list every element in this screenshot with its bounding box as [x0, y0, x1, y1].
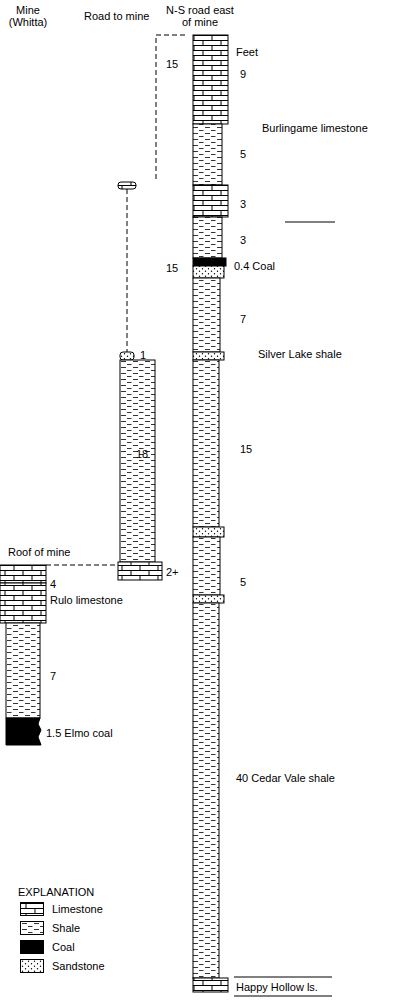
thickness-number: 1 — [140, 349, 146, 361]
column-heading: N-S road east of mine — [162, 4, 238, 28]
legend-text: Limestone — [52, 903, 103, 915]
legend-swatch — [20, 902, 44, 916]
legend-swatch — [20, 940, 44, 954]
formation-name: Burlingame limestone — [262, 122, 368, 134]
thickness-number: 3 — [240, 234, 246, 246]
mine-label: Roof of mine — [8, 546, 70, 558]
formation-name: Silver Lake shale — [258, 348, 342, 360]
thickness-number: 3 — [240, 198, 246, 210]
legend-text: Sandstone — [52, 960, 105, 972]
road-to-mine-column — [118, 35, 185, 580]
legend-text: Coal — [52, 941, 75, 953]
thickness-number: 18 — [136, 448, 148, 460]
thickness-number: 15 — [240, 443, 252, 455]
mine-roof-line — [46, 565, 118, 566]
legend-swatch — [20, 959, 44, 973]
thickness-number: 2+ — [166, 566, 179, 578]
contact-line — [234, 977, 332, 978]
bed-label: 0.4 Coal — [234, 260, 275, 272]
legend-pattern — [21, 922, 44, 935]
thickness-number: 9 — [240, 68, 246, 80]
legend-pattern — [21, 903, 44, 916]
thickness-number: 7 — [240, 313, 246, 325]
thickness-number: 15 — [166, 262, 178, 274]
thickness-number: 5 — [240, 148, 246, 160]
formation-name: Happy Hollow ls. — [236, 981, 318, 993]
thickness-number: 15 — [166, 58, 178, 70]
thickness-number: 7 — [50, 670, 56, 682]
formation-name: 40 Cedar Vale shale — [236, 772, 335, 784]
contact-line — [234, 996, 332, 997]
column-heading: Mine (Whitta) — [2, 4, 54, 28]
thickness-number: 5 — [240, 576, 246, 588]
road-column — [193, 35, 228, 992]
legend-swatch — [20, 921, 44, 935]
mine-column — [0, 565, 46, 745]
formation-name: Rulo limestone — [50, 594, 123, 606]
unit-label: Feet — [236, 46, 258, 58]
column-heading: Road to mine — [84, 10, 149, 22]
legend-pattern — [21, 960, 44, 973]
bed-label: 1.5 Elmo coal — [46, 727, 113, 739]
thickness-number: 4 — [50, 578, 56, 590]
legend-title: EXPLANATION — [18, 886, 94, 898]
legend-text: Shale — [52, 922, 80, 934]
contact-line — [285, 222, 335, 223]
